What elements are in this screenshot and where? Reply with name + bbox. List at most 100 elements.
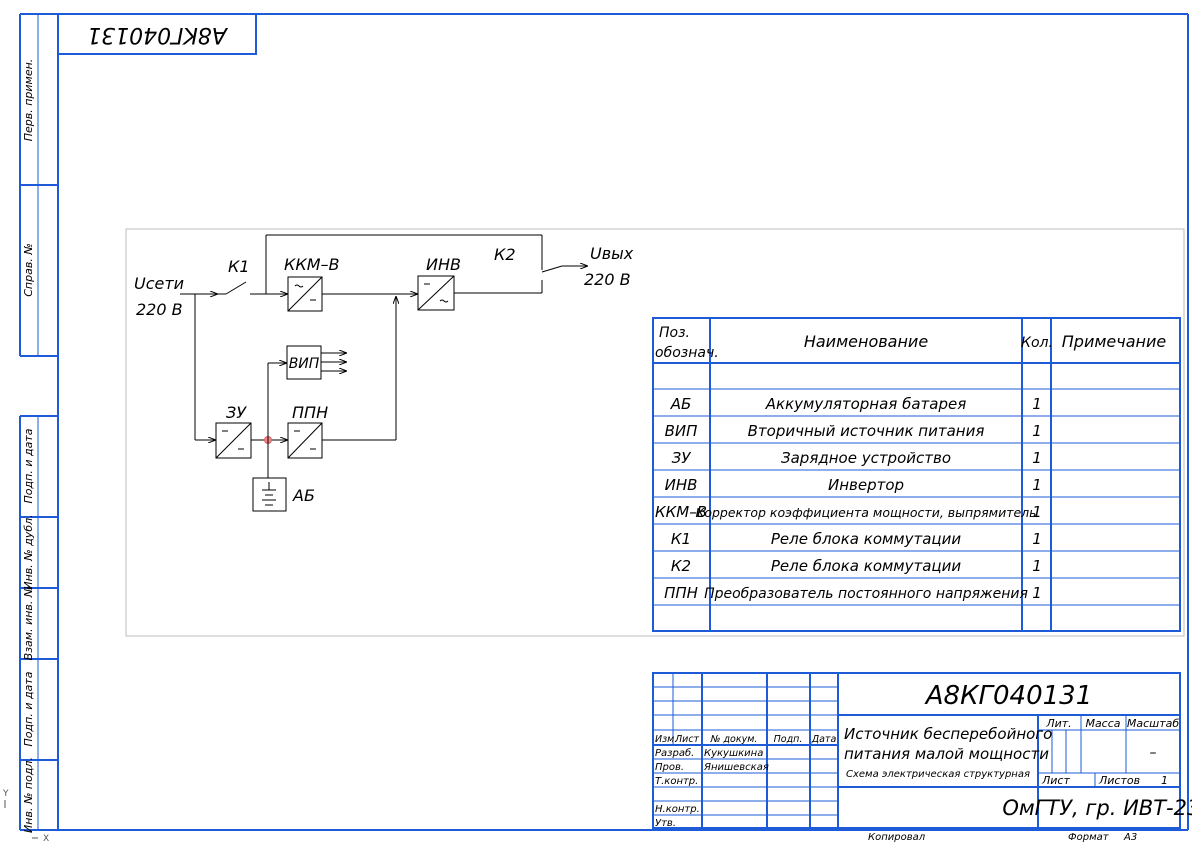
spec-header-poz-line2: обознач. xyxy=(655,345,719,361)
selection-frame xyxy=(125,228,1185,637)
inv-block xyxy=(417,275,455,311)
table-row: ППН Преобразователь постоянного напряжен… xyxy=(664,584,1042,602)
spec-row-qty: 1 xyxy=(1032,395,1042,413)
table-row: ИНВ Инвертор 1 xyxy=(665,476,1042,494)
spec-row-name: Вторичный источник питания xyxy=(748,422,985,440)
svg-text:X: X xyxy=(43,834,49,842)
side-label-inv-podl: Инв. № подл. xyxy=(22,757,35,833)
zu-label: ЗУ xyxy=(226,403,247,422)
footer-format-label: Формат xyxy=(1068,832,1110,842)
rotated-designation-box: A8KГ040131 xyxy=(57,13,257,55)
u-input-value: 220 В xyxy=(136,300,183,319)
tb-col-doc-no: № докум. xyxy=(710,734,758,745)
tb-listov-label: Листов xyxy=(1098,774,1140,787)
tb-masshtab: Масштаб xyxy=(1127,717,1179,730)
spec-row-name: Зарядное устройство xyxy=(781,449,951,467)
spec-row-poz: ЗУ xyxy=(672,449,692,467)
spec-header-poz-line1: Поз. xyxy=(659,325,690,341)
spec-row-poz: АБ xyxy=(670,395,692,413)
table-row: ВИП Вторичный источник питания 1 xyxy=(665,422,1042,440)
side-label-podp-data-top: Подп. и дата xyxy=(22,428,35,503)
side-label-podp-data-bottom: Подп. и дата xyxy=(22,671,35,746)
spec-row-poz: ВИП xyxy=(665,422,698,440)
k2-switch xyxy=(541,265,563,273)
spec-row-qty: 1 xyxy=(1032,476,1042,494)
u-output-value: 220 В xyxy=(584,270,631,289)
ppn-block xyxy=(287,422,323,459)
tb-listov-value: 1 xyxy=(1161,774,1168,787)
tb-lit: Лит. xyxy=(1045,717,1071,730)
spec-row-poz: ККМ–В xyxy=(655,503,707,521)
spec-header-name: Наименование xyxy=(804,332,928,351)
tb-masshtab-value: – xyxy=(1150,745,1157,761)
ab-label: АБ xyxy=(292,486,315,505)
tb-title-line2: питания малой мощности xyxy=(844,745,1049,763)
spec-row-name: Корректор коэффициента мощности, выпрями… xyxy=(695,505,1036,520)
tb-col-data: Дата xyxy=(811,734,837,745)
axis-indicator-icon: Y X xyxy=(2,789,49,842)
vip-label: ВИП xyxy=(289,356,320,372)
battery-block xyxy=(252,477,287,512)
kkm-label: ККМ–В xyxy=(284,255,340,274)
spec-row-poz: ИНВ xyxy=(665,476,698,494)
kkm-block xyxy=(287,276,323,312)
side-label-vzam-inv: Взам. инв. № xyxy=(22,586,35,661)
left-side-strip: Перв. примен. Справ. № Подп. и дата Инв.… xyxy=(19,14,58,833)
ppn-label: ППН xyxy=(292,403,328,422)
tb-title-line1: Источник бесперебойного xyxy=(844,725,1052,743)
spec-row-name: Реле блока коммутации xyxy=(771,557,962,575)
tb-role-n-kontr: Н.контр. xyxy=(655,804,700,815)
table-row: ККМ–В Корректор коэффициента мощности, в… xyxy=(655,503,1042,521)
spec-row-qty: 1 xyxy=(1032,449,1042,467)
side-label-perv-primen: Перв. примен. xyxy=(22,59,35,142)
u-output-label: Uвых xyxy=(590,244,634,263)
k1-label: К1 xyxy=(228,257,250,276)
table-row: ЗУ Зарядное устройство 1 xyxy=(672,449,1042,467)
tb-designation: А8КГ040131 xyxy=(924,681,1093,711)
spec-row-name: Инвертор xyxy=(828,476,904,494)
tb-col-list: Лист xyxy=(674,734,700,745)
footer-kopiroval: Копировал xyxy=(868,832,926,842)
spec-row-qty: 1 xyxy=(1032,422,1042,440)
spec-header-qty: Кол. xyxy=(1021,335,1053,351)
k1-switch xyxy=(225,281,247,295)
spec-row-name: Аккумуляторная батарея xyxy=(765,395,966,413)
footer-format-value: А3 xyxy=(1123,832,1137,842)
spec-row-poz: ППН xyxy=(664,584,698,602)
table-row: К1 Реле блока коммутации 1 xyxy=(671,530,1042,548)
spec-table: Поз. обознач. Наименование Кол. Примечан… xyxy=(652,317,1181,632)
svg-text:Y: Y xyxy=(2,789,9,799)
tb-name-razrab: Кукушкина xyxy=(704,748,763,759)
spec-row-qty: 1 xyxy=(1032,557,1042,575)
spec-row-poz: К1 xyxy=(671,530,691,548)
tb-role-razrab: Разраб. xyxy=(655,747,694,759)
rotated-designation: A8KГ040131 xyxy=(87,22,229,47)
tb-col-izm: Изм. xyxy=(655,734,677,745)
spec-header-note: Примечание xyxy=(1062,332,1167,351)
spec-row-name: Реле блока коммутации xyxy=(771,530,962,548)
tb-role-t-kontr: Т.контр. xyxy=(655,776,698,787)
spec-row-poz: К2 xyxy=(671,557,691,575)
spec-row-qty: 1 xyxy=(1032,584,1042,602)
tb-massa: Масса xyxy=(1085,717,1120,730)
tb-org: ОмГТУ, гр. ИВТ-234 xyxy=(1002,796,1192,820)
tb-role-utv: Утв. xyxy=(655,818,676,829)
spec-row-qty: 1 xyxy=(1032,530,1042,548)
tb-name-prov: Янишевская xyxy=(703,762,769,773)
vip-block: ВИП xyxy=(286,345,322,380)
tb-subtitle: Схема электрическая структурная xyxy=(846,769,1030,780)
table-row: АБ Аккумуляторная батарея 1 xyxy=(670,395,1042,413)
structural-diagram: Uсети 220 В К1 ККМ–В ИНВ xyxy=(134,234,634,512)
side-label-sprav-no: Справ. № xyxy=(22,243,35,297)
tb-role-prov: Пров. xyxy=(655,762,684,773)
tb-col-podp: Подп. xyxy=(774,734,803,745)
title-block: Изм. Лист № докум. Подп. Дата Разраб. Ку… xyxy=(652,672,1192,829)
spec-row-name: Преобразователь постоянного напряжения xyxy=(704,586,1028,602)
spec-row-qty: 1 xyxy=(1032,503,1042,521)
zu-block xyxy=(215,422,252,459)
k2-label: К2 xyxy=(494,245,516,264)
tb-list-label: Лист xyxy=(1041,774,1070,787)
table-row: К2 Реле блока коммутации 1 xyxy=(671,557,1042,575)
inv-label: ИНВ xyxy=(426,255,461,274)
